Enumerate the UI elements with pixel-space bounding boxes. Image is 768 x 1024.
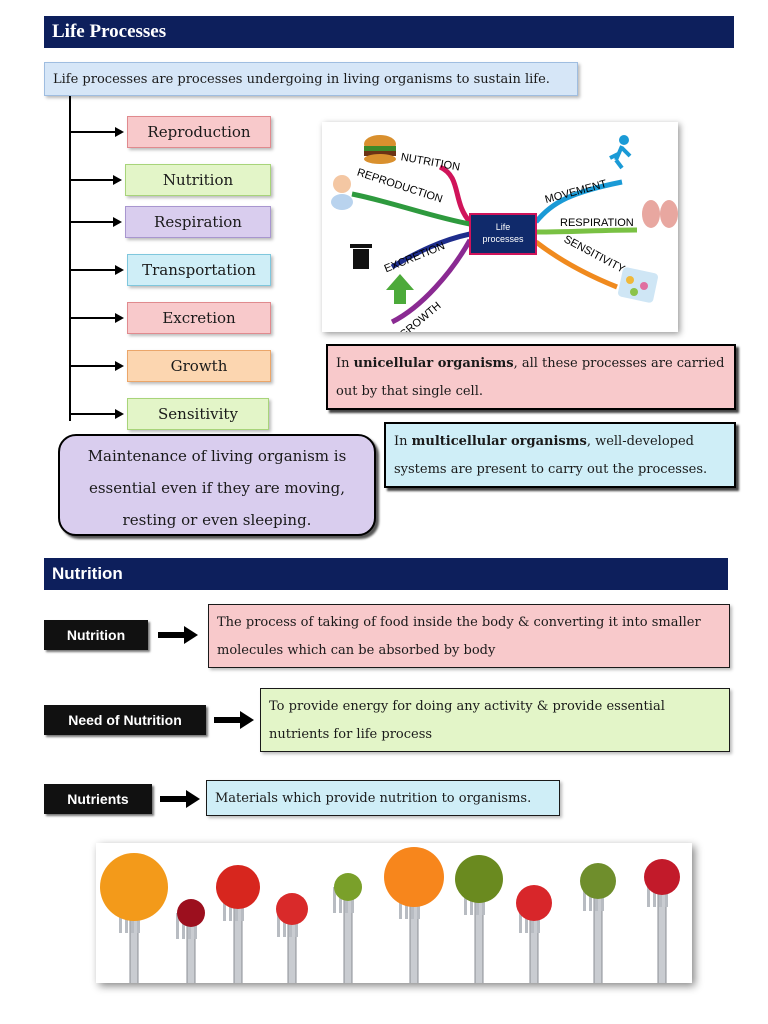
process-box-respiration: Respiration: [125, 206, 271, 238]
nutrition-label-2: Nutrients: [44, 784, 152, 814]
tree-branch-line: [70, 179, 115, 181]
intro-box: Life processes are processes undergoing …: [44, 62, 578, 96]
unicellular-prefix: In: [336, 356, 354, 371]
fork-strawberry-icon: [276, 893, 308, 1024]
process-box-reproduction: Reproduction: [127, 116, 271, 148]
arrow-head-icon: [115, 313, 124, 323]
arrow-head-icon: [113, 175, 122, 185]
nutrition-arrow-head-icon: [184, 626, 198, 644]
multicellular-box: In multicellular organisms, well-develop…: [384, 422, 736, 488]
multicellular-prefix: In: [394, 434, 412, 449]
fork-radish-icon: [644, 859, 680, 1024]
maintenance-text: Maintenance of living organism is essent…: [87, 447, 347, 529]
mindmap-label-excretion: EXCRETION: [383, 240, 447, 275]
tree-branch-line: [70, 413, 117, 415]
food-forks-image: [96, 843, 692, 1024]
mindmap-label-nutrition: NUTRITION: [400, 151, 461, 173]
food-forks-svg: [100, 847, 680, 1024]
section-header-nutrition: Nutrition: [44, 558, 728, 590]
section-title: Life Processes: [52, 21, 167, 42]
fork-tomato-icon: [216, 865, 260, 1024]
nutrition-label-1: Need of Nutrition: [44, 705, 206, 735]
baby-icon: [331, 175, 353, 210]
section-header-life-processes: Life Processes: [44, 16, 734, 48]
multicellular-bold: multicellular organisms: [411, 434, 587, 449]
tree-branch-line: [70, 269, 117, 271]
unicellular-suffix: , all these processes are carried out by…: [336, 356, 725, 399]
fork-orange-icon: [384, 847, 444, 1024]
fork-strawberry-icon: [516, 885, 552, 1024]
nutrition-definition-1: To provide energy for doing any activity…: [260, 688, 730, 752]
mindmap-label-movement: MOVEMENT: [544, 178, 609, 206]
nutrition-arrow-shaft: [160, 796, 188, 802]
mindmap-image: Life processes NUTRITION REPRODUCTION EX…: [322, 122, 678, 341]
arrow-head-icon: [113, 217, 122, 227]
sense-icon: [618, 267, 658, 303]
fork-cucumber-icon: [580, 863, 616, 1024]
arrow-head-icon: [115, 127, 124, 137]
process-box-nutrition: Nutrition: [125, 164, 271, 196]
hamburger-icon: [364, 135, 396, 164]
intro-text: Life processes are processes undergoing …: [53, 71, 550, 87]
mindmap-svg: Life processes NUTRITION REPRODUCTION EX…: [331, 135, 678, 341]
multicellular-suffix: , well-developed systems are present to …: [394, 434, 708, 477]
nutrition-arrow-shaft: [158, 632, 186, 638]
runner-icon: [609, 135, 632, 170]
nutrition-label-0: Nutrition: [44, 620, 148, 650]
tree-branch-line: [70, 131, 117, 133]
tree-branch-line: [70, 317, 117, 319]
trash-icon: [350, 244, 372, 269]
unicellular-bold: unicellular organisms: [353, 356, 514, 371]
arrow-head-icon: [115, 361, 124, 371]
fork-pickle-icon: [333, 873, 362, 1024]
nutrition-definition-0: The process of taking of food inside the…: [208, 604, 730, 668]
mindmap-center-line1: Life: [496, 222, 511, 232]
process-box-sensitivity: Sensitivity: [127, 398, 269, 430]
mindmap-center-line2: processes: [482, 234, 524, 244]
nutrition-arrow-shaft: [214, 717, 242, 723]
arrow-head-icon: [115, 409, 124, 419]
unicellular-box: In unicellular organisms, all these proc…: [326, 344, 736, 410]
mindmap-label-sensitivity: SENSITIVITY: [562, 233, 628, 275]
nutrition-definition-2: Materials which provide nutrition to org…: [206, 780, 560, 816]
mindmap-label-respiration: RESPIRATION: [560, 217, 634, 229]
maintenance-box: Maintenance of living organism is essent…: [58, 434, 376, 536]
nutrition-arrow-head-icon: [186, 790, 200, 808]
tree-trunk: [69, 96, 71, 421]
fork-cherry-icon: [176, 899, 205, 1024]
growth-arrow-icon: [386, 274, 414, 304]
process-box-transportation: Transportation: [127, 254, 271, 286]
process-box-excretion: Excretion: [127, 302, 271, 334]
fork-kiwi-icon: [455, 855, 503, 1024]
arrow-head-icon: [115, 265, 124, 275]
fork-orange-icon: [100, 853, 168, 1024]
process-box-growth: Growth: [127, 350, 271, 382]
nutrition-arrow-head-icon: [240, 711, 254, 729]
lungs-icon: [642, 200, 678, 228]
tree-branch-line: [70, 365, 117, 367]
tree-branch-line: [70, 221, 115, 223]
section-title: Nutrition: [52, 564, 123, 583]
